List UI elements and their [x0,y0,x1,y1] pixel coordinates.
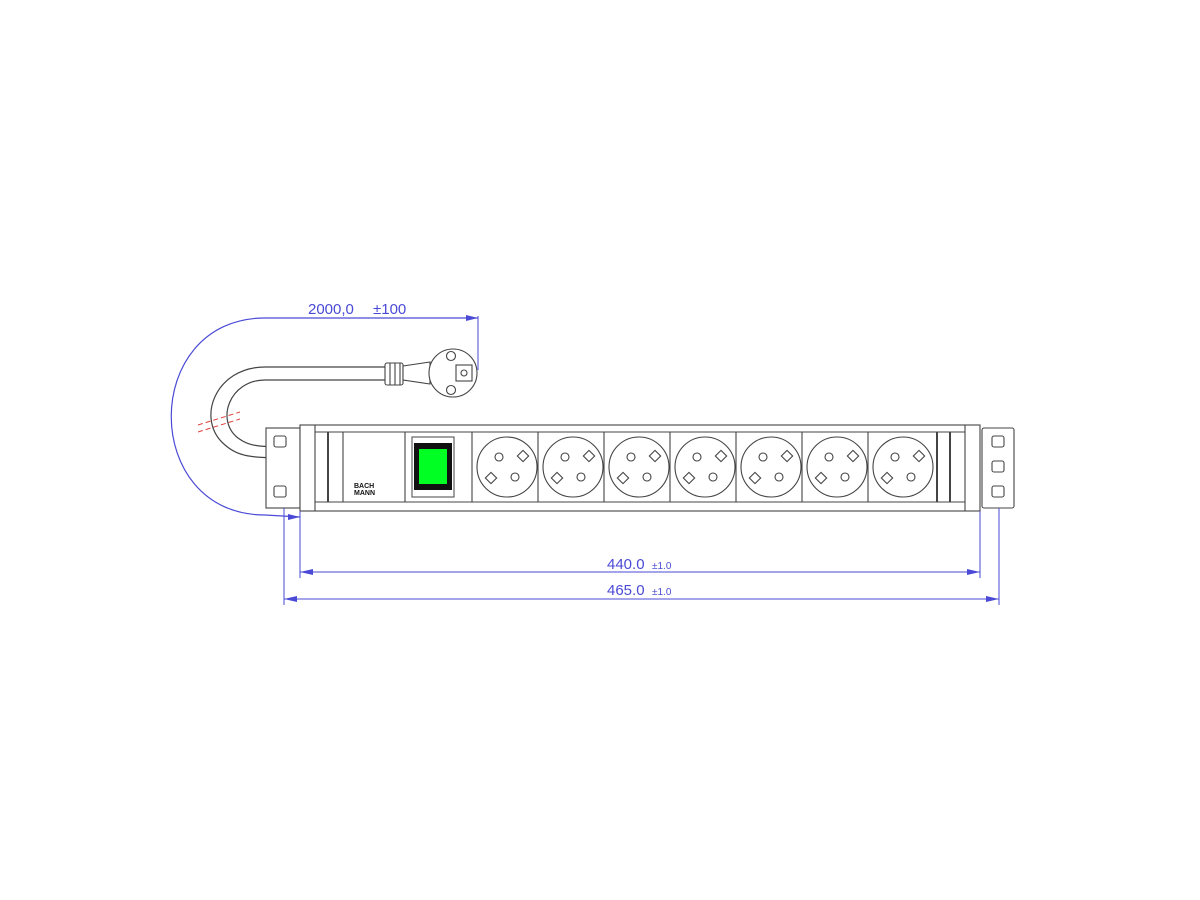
cable-length-tolerance: ±100 [373,301,406,318]
brand-logo: BACH MANN [354,483,375,497]
svg-text:BACH: BACH [354,483,374,490]
mounting-width-tolerance: ±1.0 [652,561,672,572]
arrowhead [288,514,300,520]
schuko-socket [537,432,604,502]
schuko-socket [801,432,868,502]
schuko-socket [476,436,538,498]
cable-break-mark [197,411,241,433]
schuko-plug [384,348,478,398]
cable-length-dimension-line [170,317,478,518]
schuko-socket [867,432,934,502]
schuko-socket [603,432,670,502]
mounting-width-value: 440.0 [607,556,645,573]
schuko-socket [669,432,736,502]
dimension-lines [283,508,1000,605]
svg-text:MANN: MANN [354,490,375,497]
right-mounting-bracket [981,427,1015,509]
socket-group [476,432,934,502]
power-switch[interactable] [411,436,455,498]
schuko-socket [735,432,802,502]
left-mounting-bracket [265,427,301,509]
overall-width-tolerance: ±1.0 [652,587,672,598]
dimension-arrowheads [284,569,999,602]
overall-width-value: 465.0 [607,582,645,599]
arrowhead [466,315,478,321]
cable-length-value: 2000,0 [308,301,354,318]
